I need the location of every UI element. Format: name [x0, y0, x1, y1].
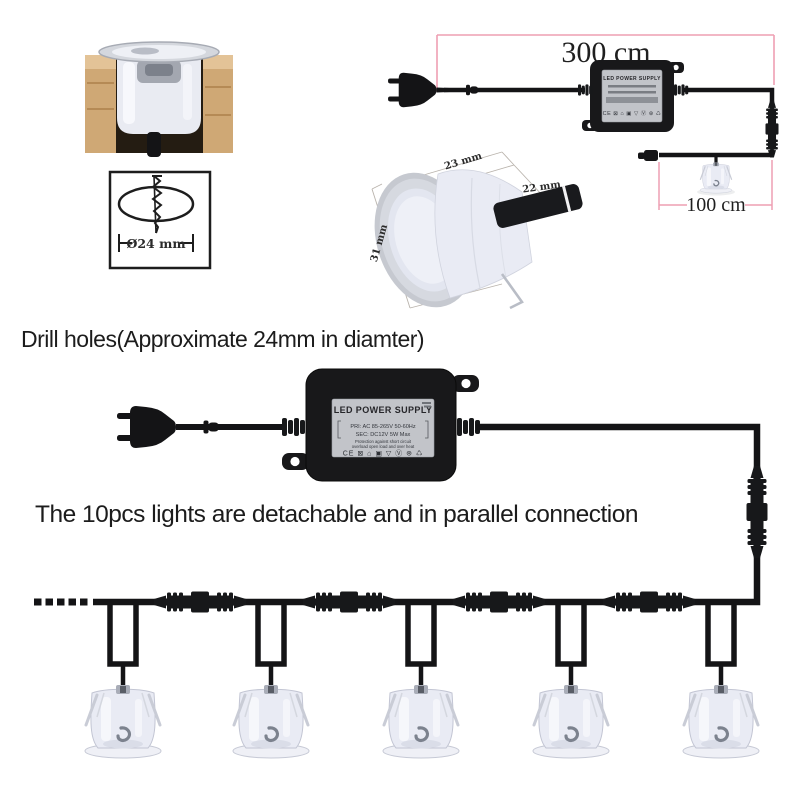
deck-light-icon	[681, 683, 761, 760]
eu-plug-icon	[117, 406, 192, 448]
inline-connector-icon	[303, 591, 395, 613]
psu-cert-icons: CE ⊠ ⌂ ▣ ▽ Ⓥ ⊛ ♺	[343, 450, 424, 458]
dim-22mm-label: 22 mm	[522, 179, 562, 195]
deck-light-icon	[381, 683, 461, 760]
output-cable	[684, 87, 775, 108]
deck-light-icon	[531, 683, 611, 760]
drill-hole-diagram: Ø24 mm	[108, 170, 212, 270]
installed-light-photo	[85, 41, 233, 157]
power-supply-box: LED POWER SUPPLY PRI: AC 85-265V 50-60Hz…	[282, 368, 480, 482]
power-supply-box-small: LED POWER SUPPLY CE ⊠ ⌂ ▣ ▽ Ⓥ ⊛ ♺	[578, 60, 689, 132]
psu-title: LED POWER SUPPLY	[334, 405, 433, 415]
light-body	[434, 169, 533, 299]
dimension-100cm	[658, 160, 773, 210]
drill-note: Drill holes(Approximate 24mm in diamter)	[21, 326, 425, 352]
eu-plug-icon	[388, 72, 450, 108]
drop-loops	[107, 602, 737, 691]
inline-connector-icon	[154, 591, 246, 613]
hole-diameter-label: Ø24 mm	[126, 236, 185, 251]
mounting-clip	[500, 273, 524, 310]
cable-splice	[466, 84, 479, 96]
cable-end-cap	[644, 150, 658, 161]
deck-light-icon	[83, 683, 163, 760]
light-dimensions-diagram: 23 mm 22 mm 31 mm	[369, 151, 583, 310]
psu-protect1: Protection against short circuit	[355, 439, 412, 444]
psu-small-title: LED POWER SUPPLY	[603, 76, 661, 82]
drill-bit-icon	[151, 175, 163, 234]
dimension-100cm-label: 100 cm	[686, 194, 746, 216]
starter-cable-diagram: 300 cm LED POWER SUPPLY CE ⊠ ⌂ ▣ ▽ Ⓥ ⊛ ♺	[388, 34, 779, 216]
psu-sec: SEC: DC12V 5W Max	[356, 432, 411, 438]
psu-pri: PRI: AC 85-265V 50-60Hz	[350, 424, 415, 430]
dim-23mm-label: 23 mm	[443, 151, 483, 173]
recessed-glass-light	[98, 41, 220, 157]
cable-exit	[493, 184, 583, 228]
psu-protect2: overload open load and over heat	[352, 444, 415, 449]
parallel-note: The 10pcs lights are detachable and in p…	[35, 501, 638, 528]
inline-connector-icon	[453, 591, 545, 613]
power-wiring-diagram: LED POWER SUPPLY PRI: AC 85-265V 50-60Hz…	[34, 368, 768, 760]
hole-dimension	[118, 234, 194, 252]
inline-connector-icon	[746, 466, 768, 558]
deck-light-icon	[231, 683, 311, 760]
dimension-300cm	[436, 34, 775, 92]
cable-splice	[203, 420, 219, 434]
dashed-continuation	[34, 598, 88, 606]
psu-small-icons: CE ⊠ ⌂ ▣ ▽ Ⓥ ⊛ ♺	[603, 109, 662, 117]
psu-label: LED POWER SUPPLY PRI: AC 85-265V 50-60Hz…	[331, 398, 435, 458]
light-cable	[147, 132, 161, 157]
inline-connector-icon	[603, 591, 695, 613]
inline-connector-icon	[765, 100, 779, 158]
deck-light-icon	[699, 161, 733, 194]
drop-cable	[659, 150, 775, 158]
